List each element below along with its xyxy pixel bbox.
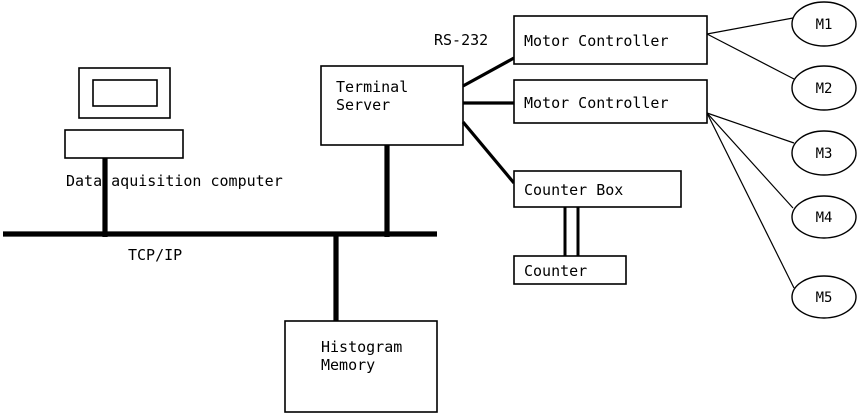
motor-ellipse-m3 bbox=[791, 130, 857, 176]
motor-label-m1: M1 bbox=[816, 17, 833, 33]
motor-label-m3: M3 bbox=[816, 146, 833, 162]
link-to-motor-m5 bbox=[706, 112, 795, 289]
counter-box-label: Counter Box bbox=[524, 181, 623, 199]
computer-screen-icon bbox=[92, 79, 158, 107]
motor-ellipse-m5 bbox=[791, 275, 857, 319]
link-to-motor-m3 bbox=[706, 112, 795, 144]
motor-node-m5[interactable]: M5 bbox=[791, 275, 857, 319]
histogram-memory-label-line2: Memory bbox=[321, 356, 375, 374]
computer-base-icon bbox=[64, 129, 184, 159]
motor-label-m2: M2 bbox=[816, 81, 833, 97]
motor-ellipse-m1 bbox=[791, 1, 857, 47]
link-to-motor-m1 bbox=[706, 17, 794, 35]
tcpip-bus-label: TCP/IP bbox=[128, 246, 182, 264]
link-terminal-server-to-counter-box bbox=[461, 120, 516, 185]
data-acquisition-computer-label: Data aquisition computer bbox=[66, 172, 283, 190]
terminal-server-node[interactable]: Terminal Server bbox=[320, 65, 464, 146]
histogram-memory-node[interactable]: Histogram Memory bbox=[284, 320, 438, 413]
motor-controller-1-label: Motor Controller bbox=[524, 32, 669, 50]
motor-controller-2-box bbox=[513, 79, 708, 124]
motor-controller-2-node[interactable]: Motor Controller bbox=[513, 79, 708, 124]
data-acquisition-computer[interactable]: Data aquisition computer bbox=[64, 67, 283, 190]
counter-box-node[interactable]: Counter Box bbox=[513, 170, 682, 208]
terminal-server-label-line1: Terminal bbox=[336, 78, 408, 96]
terminal-server-label-line2: Server bbox=[336, 96, 390, 114]
motor-controller-1-box bbox=[513, 15, 708, 65]
motor-node-m3[interactable]: M3 bbox=[791, 130, 857, 176]
motor-node-m4[interactable]: M4 bbox=[791, 195, 857, 239]
motor-ellipse-m4 bbox=[791, 195, 857, 239]
motor-label-m5: M5 bbox=[816, 290, 833, 306]
counter-box-rect bbox=[513, 170, 682, 208]
rs232-link-label: RS-232 bbox=[434, 31, 488, 49]
motor-label-m4: M4 bbox=[816, 210, 833, 226]
link-terminal-server-to-motor-controller-1 bbox=[462, 56, 515, 88]
link-to-motor-m4 bbox=[706, 112, 794, 209]
motor-fanout-lines bbox=[706, 17, 795, 289]
counter-node[interactable]: Counter bbox=[513, 255, 627, 285]
histogram-memory-label-line1: Histogram bbox=[321, 338, 402, 356]
histogram-memory-box bbox=[284, 320, 438, 413]
counter-label: Counter bbox=[524, 262, 587, 280]
motor-controller-2-label: Motor Controller bbox=[524, 94, 669, 112]
motor-controller-1-node[interactable]: Motor Controller bbox=[513, 15, 708, 65]
counter-box bbox=[513, 255, 627, 285]
motor-node-m2[interactable]: M2 bbox=[791, 65, 857, 111]
terminal-server-box bbox=[320, 65, 464, 146]
motor-ellipse-m2 bbox=[791, 65, 857, 111]
motor-node-m1[interactable]: M1 bbox=[791, 1, 857, 47]
link-to-motor-m2 bbox=[706, 33, 795, 80]
